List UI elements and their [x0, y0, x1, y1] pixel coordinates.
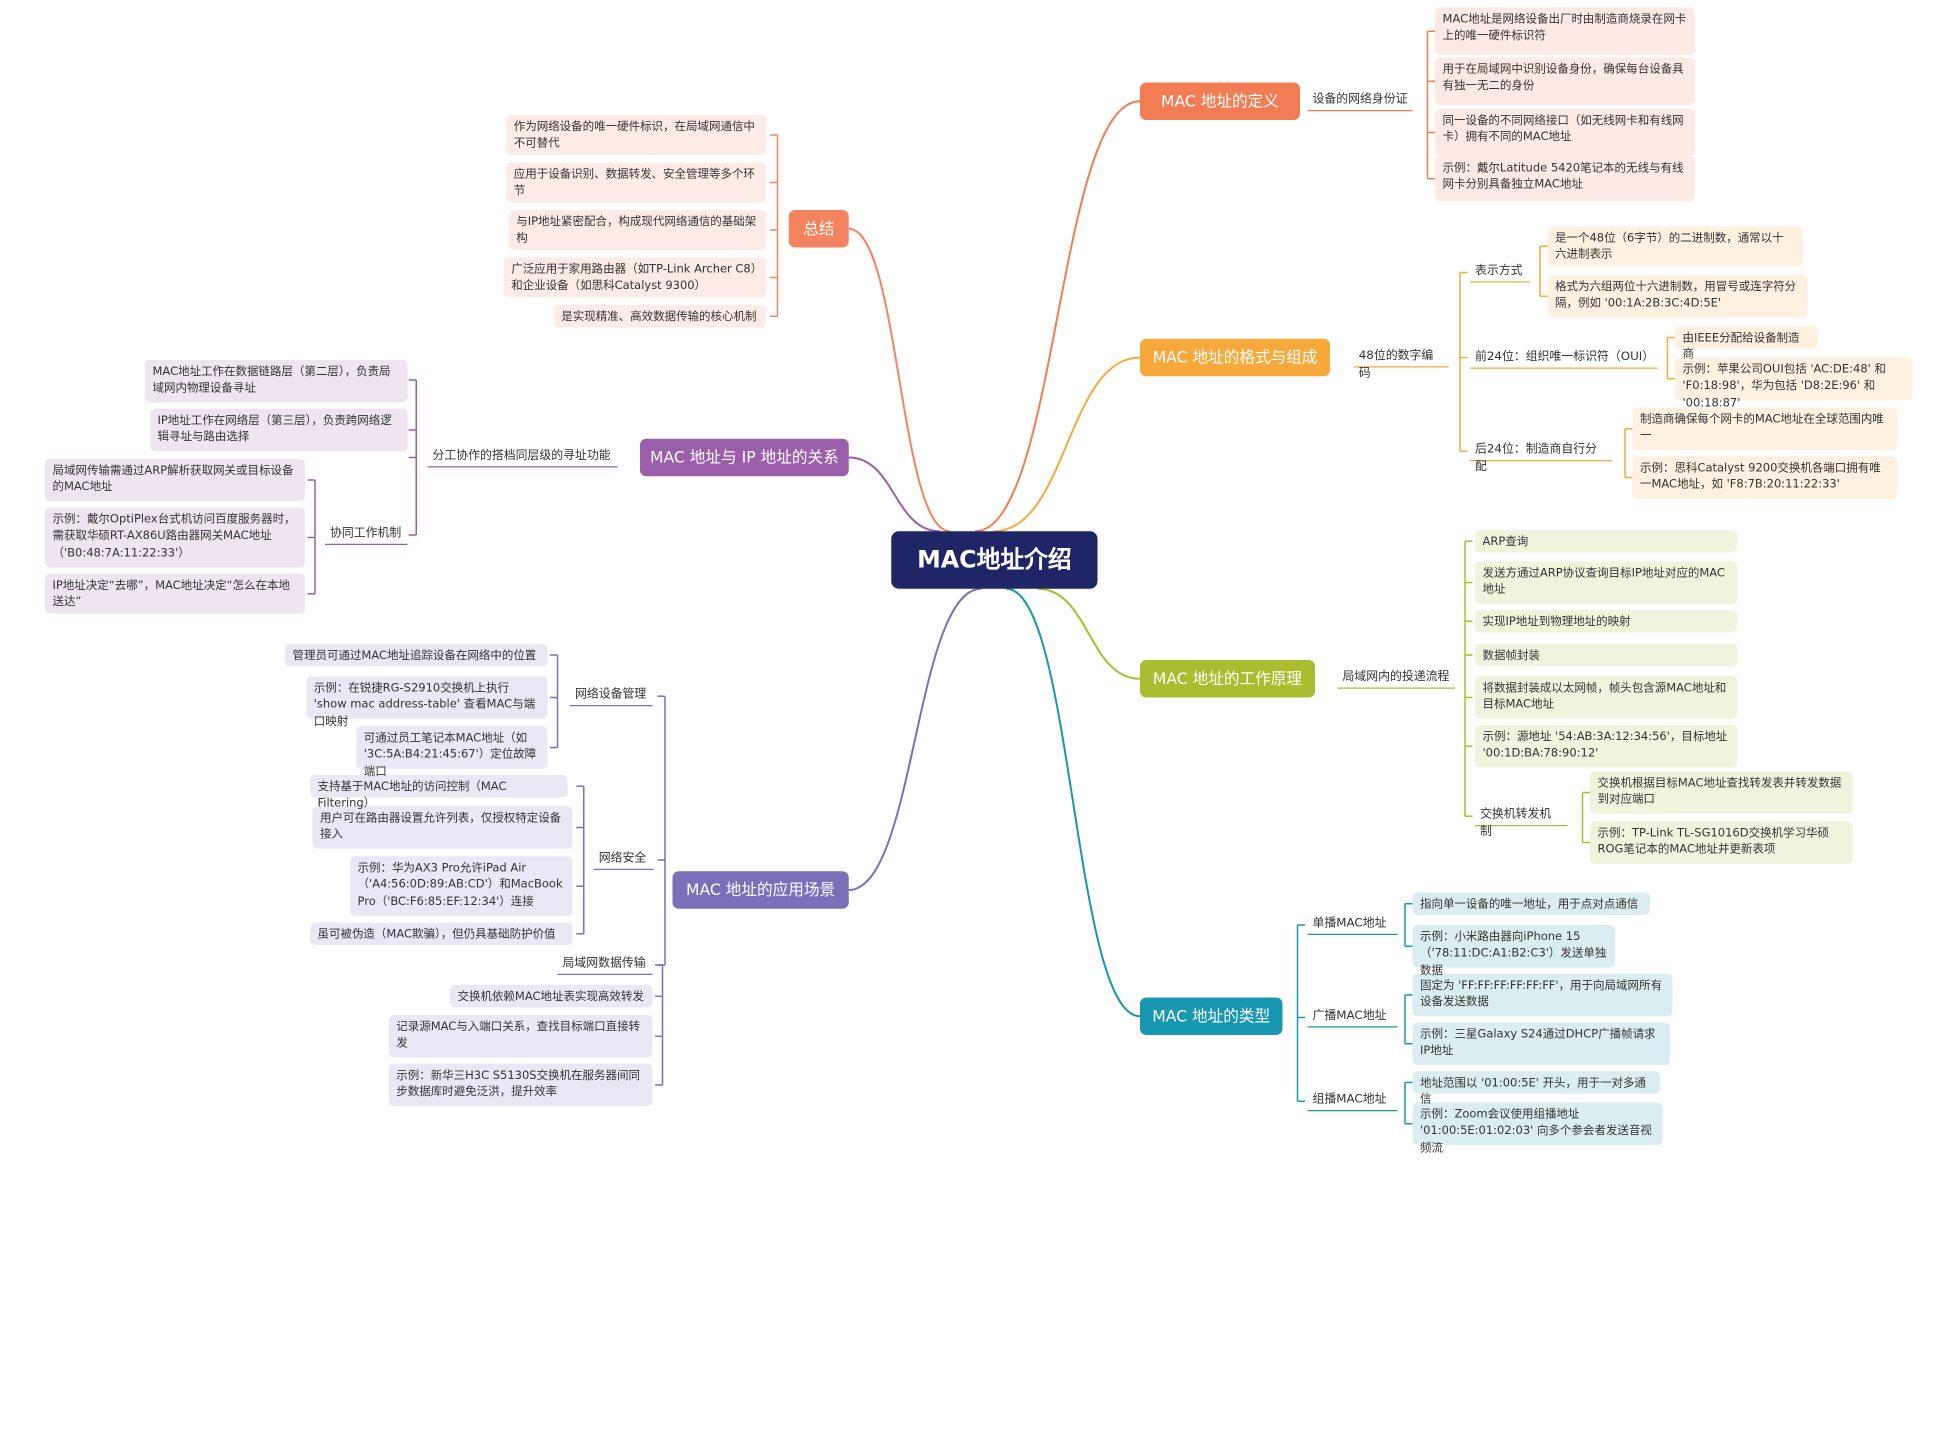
connector-line	[848, 456, 941, 533]
principle-item[interactable]: 交换机根据目标MAC地址查找转发表并转发数据到对应端口	[1590, 771, 1853, 814]
applications-security[interactable]: 网络安全	[593, 850, 654, 870]
format-item[interactable]: 示例：思科Catalyst 9200交换机各端口拥有唯一MAC地址，如 'F8:…	[1632, 456, 1898, 499]
principle-item[interactable]: ARP查询	[1475, 530, 1738, 553]
definition-item[interactable]: 用于在局域网中识别设备身份，确保每台设备具有独一无二的身份	[1435, 57, 1695, 105]
applications-management[interactable]: 网络设备管理	[570, 686, 653, 707]
applications-item[interactable]: 支持基于MAC地址的访问控制（MAC Filtering）	[310, 775, 568, 810]
principle-item[interactable]: 发送方通过ARP协议查询目标IP地址对应的MAC地址	[1475, 561, 1738, 604]
bracket-line	[1666, 336, 1675, 380]
connector-line	[1037, 587, 1141, 680]
types-multicast[interactable]: 组播MAC地址	[1307, 1091, 1398, 1112]
branch-applications[interactable]: MAC 地址的应用场景	[672, 871, 849, 909]
definition-item[interactable]: 示例：戴尔Latitude 5420笔记本的无线与有线网卡分别具备独立MAC地址	[1435, 156, 1695, 202]
summary-item[interactable]: 应用于设备识别、数据转发、安全管理等多个环节	[506, 162, 767, 203]
relation-item[interactable]: 示例：戴尔OptiPlex台式机访问百度服务器时，需获取华硕RT-AX86U路由…	[45, 507, 305, 568]
definition-subtopic[interactable]: 设备的网络身份证	[1307, 91, 1413, 112]
bracket-line	[1539, 245, 1548, 297]
format-item[interactable]: 格式为六组两位十六进制数，用冒号或连字符分隔，例如 '00:1A:2B:3C:4…	[1547, 275, 1808, 318]
branch-relation[interactable]: MAC 地址与 IP 地址的关系	[640, 438, 849, 477]
types-broadcast[interactable]: 广播MAC地址	[1307, 1007, 1398, 1028]
applications-item[interactable]: 虽可被伪造（MAC欺骗），但仍具基础防护价值	[310, 922, 573, 945]
types-item[interactable]: 固定为 'FF:FF:FF:FF:FF:FF'，用于向局域网所有设备发送数据	[1412, 973, 1673, 1017]
branch-format[interactable]: MAC 地址的格式与组成	[1140, 338, 1330, 377]
bracket-line	[770, 134, 779, 317]
types-item[interactable]: 示例：三星Galaxy S24通过DHCP广播帧请求IP地址	[1412, 1022, 1670, 1065]
bracket-line	[1624, 428, 1633, 479]
applications-item[interactable]: 记录源MAC与入端口关系，查找目标端口直接转发	[388, 1015, 653, 1058]
relation-item[interactable]: IP地址决定“去哪”，MAC地址决定“怎么在本地送达”	[45, 573, 305, 614]
principle-item[interactable]: 数据帧封装	[1475, 643, 1738, 667]
bracket-line	[657, 695, 666, 966]
format-manufacturer[interactable]: 后24位：制造商自行分配	[1470, 441, 1613, 473]
bracket-line	[408, 379, 417, 536]
bracket-line	[1296, 924, 1305, 1102]
bracket-line	[307, 479, 316, 595]
format-item[interactable]: 由IEEE分配给设备制造商	[1675, 326, 1818, 362]
applications-item[interactable]: 用户可在路由器设置允许列表，仅授权特定设备接入	[312, 806, 573, 849]
connector-line	[993, 356, 1141, 533]
bracket-line	[1404, 994, 1413, 1045]
relation-item[interactable]: MAC地址工作在数据链路层（第二层），负责局域网内物理设备寻址	[145, 360, 408, 403]
bracket-line	[1404, 903, 1413, 947]
definition-item[interactable]: 同一设备的不同网络接口（如无线网卡和有线网卡）拥有不同的MAC地址	[1435, 108, 1695, 157]
branch-types[interactable]: MAC 地址的类型	[1140, 997, 1283, 1035]
format-oui[interactable]: 前24位：组织唯一标识符（OUI）	[1470, 348, 1658, 369]
types-item[interactable]: 示例：Zoom会议使用组播地址 '01:00:5E:01:02:03' 向多个参…	[1412, 1102, 1663, 1155]
applications-item[interactable]: 示例：华为AX3 Pro允许iPad Air（'A4:56:0D:89:AB:C…	[350, 856, 573, 917]
applications-item[interactable]: 交换机依赖MAC地址表实现高效转发	[450, 985, 653, 1008]
relation-subtopic[interactable]: 分工协作的搭档同层级的寻址功能	[427, 447, 618, 468]
root-topic[interactable]: MAC地址介绍	[891, 531, 1098, 589]
relation-item[interactable]: 局域网传输需通过ARP解析获取网关或目标设备的MAC地址	[45, 458, 305, 502]
branch-summary[interactable]: 总结	[788, 210, 849, 248]
summary-item[interactable]: 是实现精准、高效数据传输的核心机制	[553, 305, 767, 328]
applications-item[interactable]: 可通过员工笔记本MAC地址（如 '3C:5A:B4:21:45:67'）定位故障…	[356, 726, 548, 778]
principle-switch[interactable]: 交换机转发机制	[1475, 806, 1568, 838]
applications-lan[interactable]: 局域网数据传输	[557, 955, 653, 975]
principle-item[interactable]: 示例：源地址 '54:AB:3A:12:34:56'，目标地址 '00:1D:B…	[1475, 725, 1738, 768]
bracket-line	[1464, 540, 1473, 817]
applications-item[interactable]: 示例：新华三H3C S5130S交换机在服务器间同步数据库时避免泛洪，提升效率	[388, 1063, 653, 1107]
types-item[interactable]: 指向单一设备的唯一地址，用于点对点通信	[1412, 892, 1650, 915]
principle-item[interactable]: 实现IP地址到物理地址的映射	[1475, 610, 1738, 633]
branch-principle[interactable]: MAC 地址的工作原理	[1140, 660, 1315, 698]
definition-item[interactable]: MAC地址是网络设备出厂时由制造商烧录在网卡上的唯一硬件标识符	[1435, 7, 1695, 55]
connector-line	[974, 100, 1141, 533]
bracket-line	[1426, 30, 1435, 180]
bracket-line	[655, 964, 664, 1086]
relation-mechanism[interactable]: 协同工作机制	[325, 525, 408, 545]
types-item[interactable]: 地址范围以 '01:00:5E' 开头，用于一对多通信	[1412, 1071, 1660, 1107]
bracket-line	[1404, 1081, 1413, 1125]
bracket-line	[1459, 271, 1468, 452]
principle-subtopic[interactable]: 局域网内的投递流程	[1337, 668, 1455, 689]
connector-line	[1006, 587, 1141, 1018]
applications-item[interactable]: 示例：在锐捷RG-S2910交换机上执行 'show mac address-t…	[306, 676, 548, 728]
summary-item[interactable]: 与IP地址紧密配合，构成现代网络通信的基础架构	[508, 210, 767, 250]
connector-line	[848, 227, 951, 533]
connector-line	[848, 587, 982, 891]
format-representation[interactable]: 表示方式	[1470, 262, 1530, 283]
bracket-line	[1581, 791, 1590, 844]
summary-item[interactable]: 作为网络设备的唯一硬件标识，在局域网通信中不可替代	[506, 115, 767, 155]
format-subtopic[interactable]: 48位的数字编码	[1353, 347, 1449, 380]
branch-definition[interactable]: MAC 地址的定义	[1140, 82, 1300, 120]
principle-item[interactable]: 示例：TP-Link TL-SG1016D交换机学习华硕ROG笔记本的MAC地址…	[1590, 821, 1853, 864]
types-unicast[interactable]: 单播MAC地址	[1307, 915, 1398, 935]
principle-item[interactable]: 将数据封装成以太网帧，帧头包含源MAC地址和目标MAC地址	[1475, 676, 1738, 719]
summary-item[interactable]: 广泛应用于家用路由器（如TP-Link Archer C8）和企业设备（如思科C…	[503, 257, 767, 298]
format-item[interactable]: 是一个48位（6字节）的二进制数，通常以十六进制表示	[1547, 226, 1803, 267]
format-item[interactable]: 示例：苹果公司OUI包括 'AC:DE:48' 和 'F0:18:98'，华为包…	[1675, 357, 1913, 410]
bracket-line	[550, 654, 559, 749]
bracket-line	[576, 785, 585, 935]
types-item[interactable]: 示例：小米路由器向iPhone 15（'78:11:DC:A1:B2:C3'）发…	[1412, 925, 1615, 977]
applications-item[interactable]: 管理员可通过MAC地址追踪设备在网络中的位置	[285, 643, 548, 667]
format-item[interactable]: 制造商确保每个网卡的MAC地址在全球范围内唯一	[1632, 407, 1898, 450]
relation-item[interactable]: IP地址工作在网络层（第三层），负责跨网络逻辑寻址与路由选择	[150, 408, 408, 452]
